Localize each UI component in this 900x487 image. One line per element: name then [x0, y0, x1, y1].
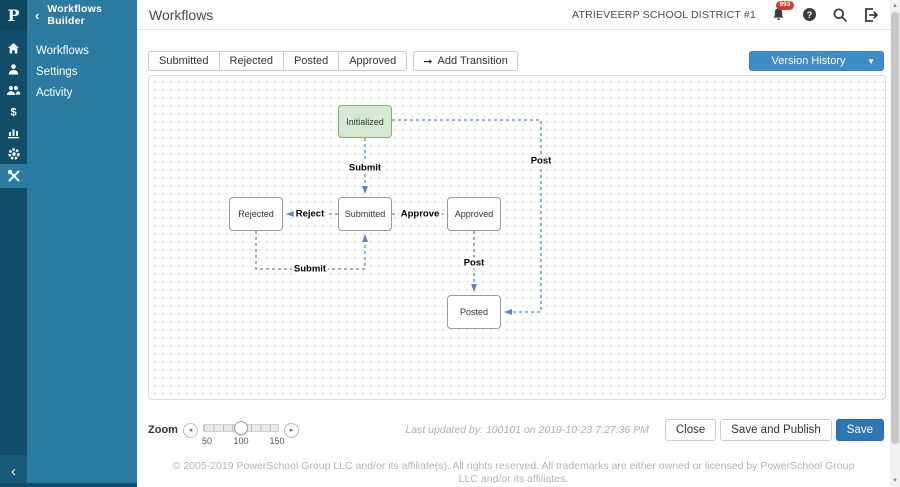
- powerschool-logo[interactable]: P: [0, 0, 27, 30]
- logout-icon[interactable]: [862, 6, 880, 24]
- main-content: Submitted Rejected Posted Approved ➞ Add…: [137, 30, 890, 487]
- sidebar-item-workflows[interactable]: Workflows: [36, 45, 89, 57]
- edge-label-post-right[interactable]: Post: [528, 155, 554, 167]
- sidebar-bottom-strip: [0, 483, 137, 487]
- back-chevron-icon[interactable]: ‹: [35, 7, 40, 23]
- page-title: Workflows: [149, 6, 214, 23]
- tab-submitted[interactable]: Submitted: [148, 51, 219, 71]
- svg-text:?: ?: [806, 10, 812, 20]
- sidebar-item-activity[interactable]: Activity: [36, 87, 73, 99]
- zoom-label: Zoom: [148, 424, 178, 436]
- scrollbar-thumb[interactable]: [891, 12, 899, 444]
- add-transition-label: Add Transition: [437, 55, 508, 67]
- people-icon[interactable]: [0, 80, 27, 101]
- tab-approved[interactable]: Approved: [338, 51, 408, 71]
- edge-label-approve[interactable]: Approve: [398, 208, 442, 220]
- zoom-out-button[interactable]: ◂: [182, 422, 198, 438]
- edge-label-post-bottom[interactable]: Post: [461, 257, 487, 269]
- zoom-tick-150: 150: [269, 436, 285, 446]
- bottom-controls: Zoom ◂ 50 100 150 ▸ Last updated by: 100…: [148, 417, 884, 446]
- caret-down-icon: ▼: [867, 56, 875, 66]
- help-icon[interactable]: ?: [800, 6, 818, 24]
- version-history-label: Version History: [771, 55, 846, 67]
- last-updated-text: Last updated by: 100101 on 2019-10-23 7:…: [405, 424, 649, 436]
- transition-arrow-icon: ➞: [423, 55, 433, 68]
- edge-label-reject[interactable]: Reject: [293, 208, 327, 220]
- search-icon[interactable]: [831, 6, 849, 24]
- icon-rail: P $ ‹: [0, 0, 27, 487]
- svg-text:$: $: [10, 107, 16, 119]
- sidebar-item-settings[interactable]: Settings: [36, 66, 78, 78]
- tab-rejected[interactable]: Rejected: [218, 51, 283, 71]
- topbar: Workflows ATRIEVEERP SCHOOL DISTRICT #1 …: [137, 0, 890, 30]
- edge-initialized-posted: [392, 119, 542, 315]
- zoom-tick-50: 50: [201, 436, 212, 446]
- copyright-footer: © 2005-2019 PowerSchool Group LLC and/or…: [137, 460, 890, 486]
- notifications-bell-icon[interactable]: 993: [769, 0, 794, 24]
- finance-dollar-icon[interactable]: $: [0, 101, 27, 122]
- person-icon[interactable]: [0, 59, 27, 80]
- vertical-scrollbar[interactable]: ▲ ▼: [890, 0, 900, 487]
- save-button[interactable]: Save: [835, 419, 884, 441]
- node-approved[interactable]: Approved: [447, 197, 501, 231]
- district-name: ATRIEVEERP SCHOOL DISTRICT #1: [572, 8, 756, 21]
- scroll-up-icon[interactable]: ▲: [892, 3, 898, 9]
- state-tabs: Submitted Rejected Posted Approved: [148, 51, 408, 71]
- node-rejected[interactable]: Rejected: [229, 197, 283, 231]
- version-history-dropdown[interactable]: Version History ▼: [749, 51, 884, 71]
- tools-icon-active[interactable]: [0, 164, 27, 188]
- edge-label-submit-top[interactable]: Submit: [346, 162, 384, 174]
- workflow-edges: [255, 119, 542, 315]
- zoom-slider-thumb[interactable]: [233, 421, 248, 435]
- zoom-slider[interactable]: 50 100 150: [201, 417, 284, 446]
- node-initialized[interactable]: Initialized: [338, 105, 392, 138]
- zoom-tick-100: 100: [233, 436, 249, 446]
- edge-label-submit-bottom[interactable]: Submit: [291, 263, 329, 275]
- workflow-canvas[interactable]: Initialized Rejected Submitted Approved …: [148, 75, 886, 400]
- scroll-down-icon[interactable]: ▼: [892, 478, 898, 484]
- zoom-in-button[interactable]: ▸: [283, 422, 299, 438]
- home-icon[interactable]: [0, 38, 27, 59]
- close-button[interactable]: Close: [664, 419, 717, 441]
- add-transition-button[interactable]: ➞ Add Transition: [413, 51, 518, 71]
- workflow-toolbar: Submitted Rejected Posted Approved ➞ Add…: [148, 51, 884, 71]
- node-posted[interactable]: Posted: [447, 295, 501, 329]
- save-and-publish-button[interactable]: Save and Publish: [720, 419, 832, 441]
- chart-icon[interactable]: [0, 122, 27, 143]
- gear-icon[interactable]: [0, 143, 27, 164]
- sidebar-collapse-button[interactable]: ‹: [0, 455, 27, 487]
- sidebar-panel: ‹ Workflows Builder Workflows Settings A…: [27, 0, 137, 483]
- copyright-text: © 2005-2019 PowerSchool Group LLC and/or…: [172, 459, 855, 485]
- builder-title: Workflows Builder: [47, 3, 103, 27]
- tab-posted[interactable]: Posted: [282, 51, 339, 71]
- builder-header: ‹ Workflows Builder: [27, 0, 137, 30]
- notification-count-badge: 993: [776, 0, 794, 10]
- node-submitted[interactable]: Submitted: [338, 197, 392, 231]
